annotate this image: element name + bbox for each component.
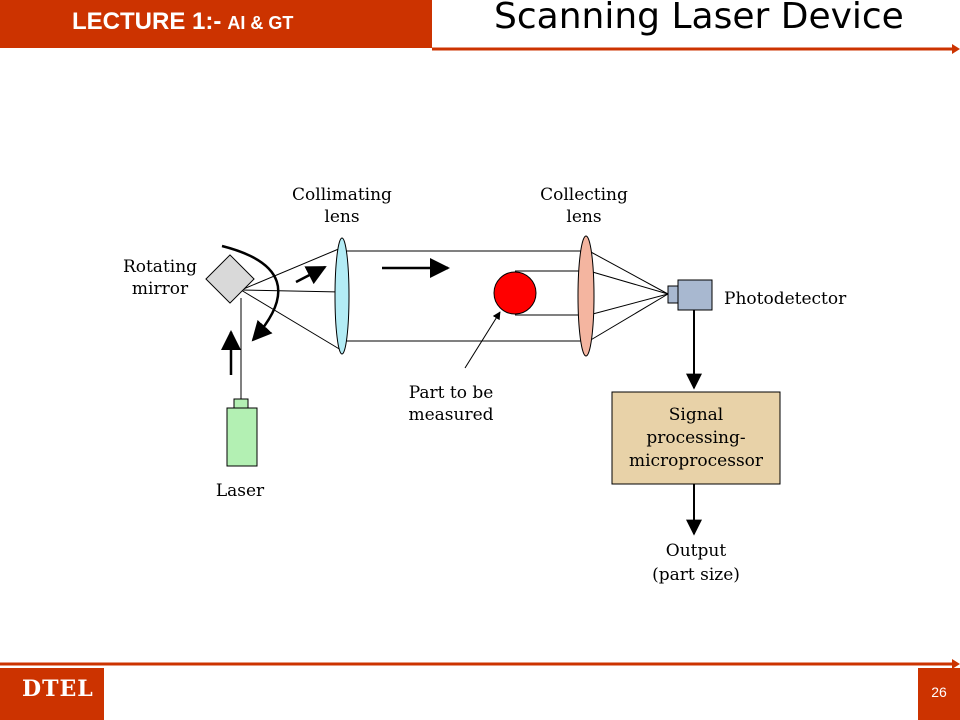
signal-box-label-3: microprocessor — [629, 451, 764, 471]
slide-title: Scanning Laser Device — [494, 0, 904, 37]
collimating-lens — [334, 237, 350, 355]
scan-ray-arrow — [295, 265, 327, 285]
output-label-1: Output — [666, 541, 727, 561]
measured-part — [493, 271, 537, 315]
photodetector — [677, 279, 713, 311]
footer-rule-arrow — [952, 659, 960, 669]
photodetector-label: Photodetector — [724, 289, 847, 309]
scan-arc-arrow — [221, 244, 280, 342]
lecture-subject: AI & GT — [227, 13, 294, 33]
footer-brand: DTEL — [22, 676, 94, 702]
laser-label: Laser — [216, 481, 265, 501]
page-number: 26 — [931, 684, 947, 700]
part-label-2: measured — [408, 405, 493, 425]
collimating-lens-label-2: lens — [324, 207, 359, 227]
collecting-lens-label-1: Collecting — [540, 185, 628, 205]
lecture-number: LECTURE 1:- — [72, 8, 222, 35]
header-rule-arrow — [952, 44, 960, 54]
output-label-2: (part size) — [652, 565, 740, 585]
parallel-beam-lines — [345, 250, 585, 342]
converging-rays — [588, 250, 669, 342]
page-number-box — [918, 668, 960, 720]
rotating-mirror — [205, 254, 255, 304]
part-label-1: Part to be — [409, 383, 494, 403]
lecture-label: LECTURE 1:-AI & GT — [72, 8, 293, 36]
collecting-lens — [577, 235, 595, 357]
signal-box-label-1: Signal — [669, 405, 724, 425]
mirror-fan-rays — [240, 247, 342, 351]
header-bar — [0, 0, 432, 48]
collimating-lens-label-1: Collimating — [292, 185, 392, 205]
laser — [226, 407, 258, 467]
part-shadow-lines — [515, 270, 585, 316]
signal-processing-box — [611, 391, 781, 485]
part-pointer-arrow — [464, 311, 501, 369]
rotating-mirror-label-1: Rotating — [123, 257, 197, 277]
rotating-mirror-label-2: mirror — [132, 279, 189, 299]
collecting-lens-label-2: lens — [566, 207, 601, 227]
footer-brand-box — [0, 668, 104, 720]
signal-box-label-2: processing- — [646, 428, 745, 448]
